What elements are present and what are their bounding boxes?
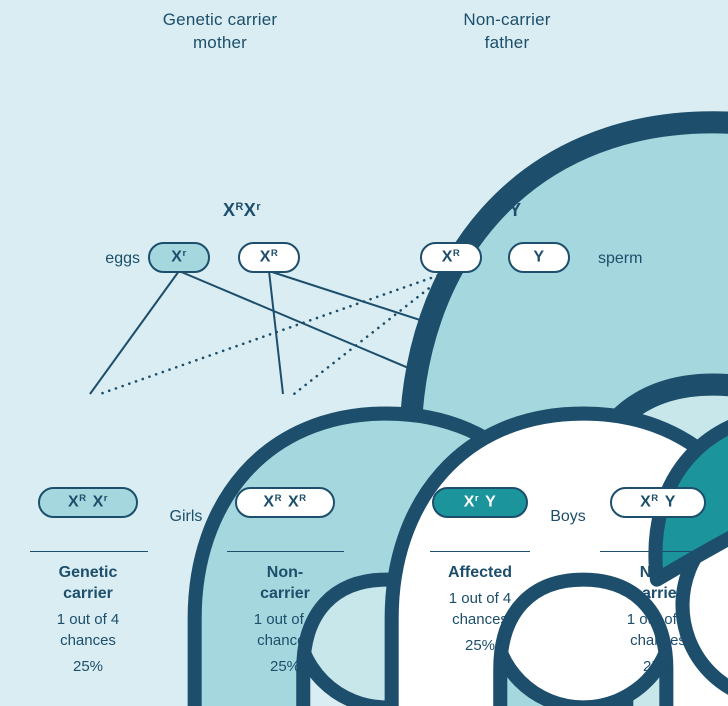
rule-affected-boy: [430, 551, 530, 552]
outcome-block-noncarrier-boy: Non-carrier 1 out of 4 chances 25%: [598, 562, 718, 675]
percent-label: 25%: [72, 658, 104, 675]
carrier-girl-genotype-pill: XR Xr: [38, 487, 138, 518]
odds-label: 1 out of 4 chances: [253, 611, 317, 649]
outcome-label: Non-carrier: [633, 564, 683, 602]
outcome-block-noncarrier-girl: Non-carrier 1 out of 4 chances 25%: [225, 562, 345, 675]
mother-genotype: XRXr: [222, 200, 262, 220]
egg-pill-xR-dominant: XR: [238, 242, 300, 273]
mother-title: Genetic carrier mother: [162, 10, 278, 52]
noncarrier-boy-genotype-pill: XR Y: [610, 487, 706, 518]
sperm-pill-xR: XR: [420, 242, 482, 273]
odds-label: 1 out of 4 chances: [448, 590, 512, 628]
rule-noncarrier-girl: [227, 551, 344, 552]
rule-carrier-girl: [30, 551, 148, 552]
line-sperm-xR-to-noncarrier-girl: [292, 269, 453, 396]
odds-label: 1 out of 4 chances: [56, 611, 120, 649]
affected-boy-genotype-pill: Xr Y: [432, 487, 528, 518]
outcome-label: Non-carrier: [260, 564, 310, 602]
girls-label: Girls: [169, 508, 203, 525]
boys-label: Boys: [550, 508, 586, 525]
sperm-pill-y: Y: [508, 242, 570, 273]
outcome-label: Genetic carrier: [58, 564, 118, 602]
father-title: Non-carrier father: [463, 10, 551, 52]
outcome-block-affected-boy: Affected 1 out of 4 chances 25%: [420, 562, 540, 654]
percent-label: 25%: [269, 658, 301, 675]
outcome-block-carrier-girl: Genetic carrier 1 out of 4 chances 25%: [28, 562, 148, 675]
father-genotype: XRY: [488, 200, 522, 220]
rule-noncarrier-boy: [600, 551, 714, 552]
outcome-label: Affected: [447, 564, 512, 581]
line-sperm-xR-to-carrier-girl: [98, 269, 453, 396]
noncarrier-girl-genotype-pill: XR XR: [235, 487, 335, 518]
percent-label: 25%: [464, 637, 496, 654]
odds-label: 1 out of 4 chances: [626, 611, 690, 649]
eggs-label: eggs: [105, 250, 140, 267]
sperm-label: sperm: [598, 250, 643, 267]
egg-pill-xr-recessive: Xr: [148, 242, 210, 273]
line-egg-xr-to-carrier-girl: [89, 270, 180, 395]
percent-label: 25%: [642, 658, 674, 675]
